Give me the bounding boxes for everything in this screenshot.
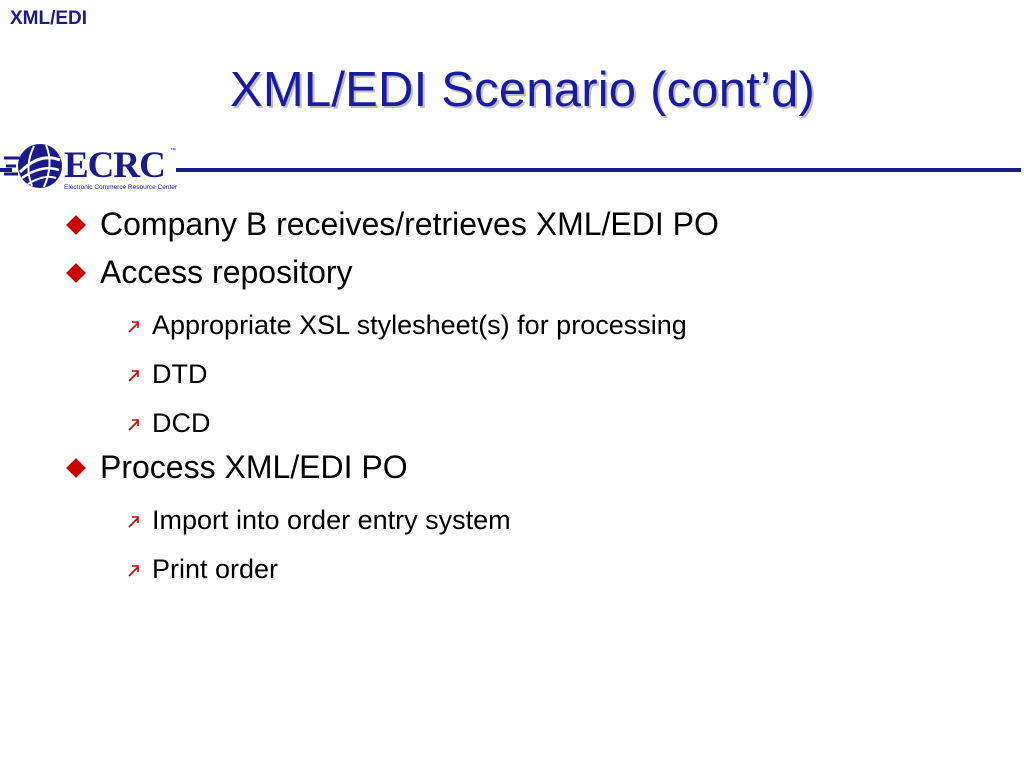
sub-bullet-item: DCD: [127, 408, 211, 439]
slide-title: XML/EDI Scenario (cont’d): [230, 63, 816, 117]
title-rule: [176, 168, 1021, 172]
sub-bullet-item: Import into order entry system: [127, 505, 511, 536]
globe-icon: [4, 144, 62, 188]
title-rule-left: [0, 168, 12, 172]
bullet-text: Process XML/EDI PO: [100, 449, 408, 485]
bullet-text: Access repository: [100, 254, 353, 290]
ecrc-logo: ECRC ™ Electronic Commerce Resource Cent…: [4, 142, 182, 198]
sub-bullet-item: DTD: [127, 359, 208, 390]
red-arrow-icon: [128, 515, 139, 528]
sub-bullet-text: Print order: [152, 554, 279, 584]
red-diamond-icon: [66, 214, 86, 235]
red-arrow-icon: [128, 564, 139, 577]
red-arrow-icon: [128, 418, 139, 431]
bullet-item: Access repository: [66, 254, 353, 291]
sub-bullet-text: DCD: [152, 408, 211, 438]
logo-trademark: ™: [170, 148, 176, 154]
sub-bullet-text: DTD: [152, 359, 208, 389]
bullet-item: Company B receives/retrieves XML/EDI PO: [66, 206, 719, 243]
logo-subtitle: Electronic Commerce Resource Center: [64, 184, 178, 191]
logo-wordmark: ECRC: [64, 145, 166, 186]
red-diamond-icon: [66, 457, 86, 478]
sub-bullet-item: Appropriate XSL stylesheet(s) for proces…: [127, 310, 687, 341]
sub-bullet-text: Import into order entry system: [152, 505, 511, 535]
sub-bullet-item: Print order: [127, 554, 278, 585]
sub-bullet-text: Appropriate XSL stylesheet(s) for proces…: [152, 310, 687, 340]
header-tag: XML/EDI: [10, 8, 88, 29]
red-arrow-icon: [128, 369, 139, 382]
bullet-text: Company B receives/retrieves XML/EDI PO: [100, 206, 719, 242]
red-arrow-icon: [128, 320, 139, 333]
bullet-item: Process XML/EDI PO: [66, 449, 408, 486]
red-diamond-icon: [66, 262, 86, 283]
